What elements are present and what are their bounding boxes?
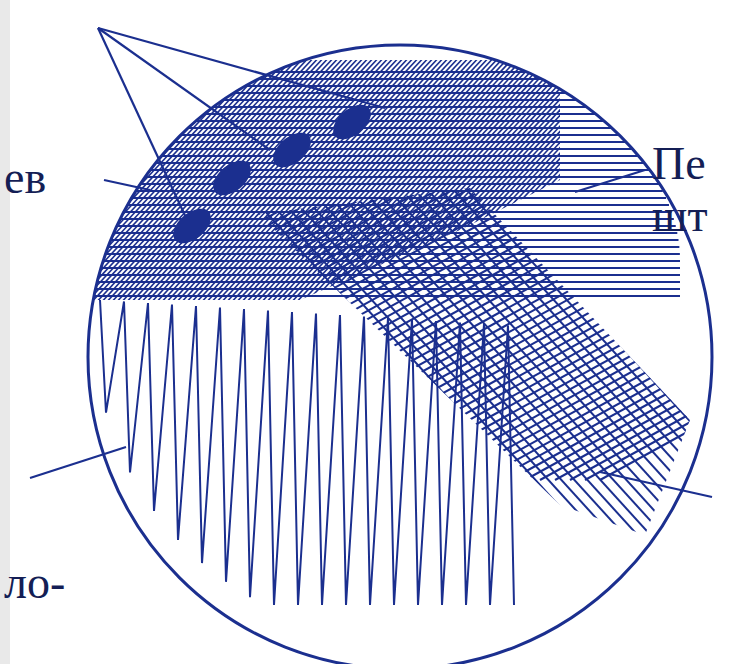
part-label: Пе шт xyxy=(652,138,748,242)
leader-line xyxy=(575,170,645,192)
leader-line xyxy=(600,472,712,497)
part-label: ев xyxy=(4,152,114,204)
leader-line xyxy=(98,28,188,222)
colony xyxy=(167,202,217,250)
colony xyxy=(267,126,317,174)
dish-outline xyxy=(88,45,712,664)
dense-streak xyxy=(0,40,751,320)
leader-line xyxy=(98,28,385,108)
part-label: ло- xyxy=(4,557,114,609)
colony xyxy=(207,154,257,202)
colony xyxy=(327,98,377,146)
cross-streak xyxy=(0,100,751,650)
